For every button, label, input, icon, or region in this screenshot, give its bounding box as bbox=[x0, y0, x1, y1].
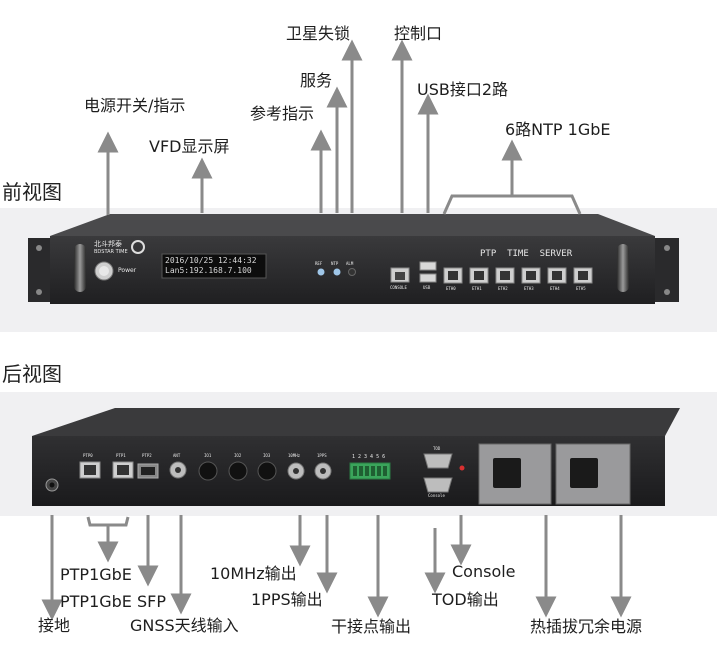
label-ptp1gbe: PTP1GbE bbox=[60, 565, 132, 584]
rear-port-label-io3: IO3 bbox=[263, 453, 271, 458]
tod-port-label: TOD bbox=[433, 446, 441, 451]
eth-label-3: ETH3 bbox=[524, 286, 534, 291]
label-service: 服务 bbox=[300, 71, 333, 90]
usb-port-label: USB bbox=[423, 285, 431, 290]
right-handle bbox=[617, 244, 629, 292]
console-rear-label: Console bbox=[428, 493, 445, 498]
rear-arrows bbox=[41, 515, 632, 621]
io3-port bbox=[257, 461, 277, 481]
label-ptp1gbe-sfp: PTP1GbE SFP bbox=[60, 592, 167, 611]
label-console: 控制口 bbox=[394, 24, 443, 43]
vfd-display bbox=[161, 253, 267, 279]
led-alm bbox=[348, 268, 356, 276]
led-label-alm: ALM bbox=[346, 261, 354, 266]
label-10mhz: 10MHz输出 bbox=[210, 564, 297, 583]
brand-cn: 北斗邦泰 bbox=[94, 240, 122, 248]
label-1pps: 1PPS输出 bbox=[251, 590, 323, 609]
led-label-ref: REF bbox=[315, 261, 323, 266]
rear-port-label-10mhz: 10MHz bbox=[288, 453, 301, 458]
front-arrows bbox=[97, 39, 582, 215]
rear-port-label-io2: IO2 bbox=[234, 453, 242, 458]
eth-label-2: ETH2 bbox=[498, 286, 508, 291]
left-rack-ear bbox=[28, 238, 50, 302]
eth-label-5: ETH5 bbox=[576, 286, 586, 291]
label-sat-lock: 卫星失锁 bbox=[286, 24, 351, 43]
vfd-line-2: Lan5:192.168.7.100 bbox=[165, 266, 252, 275]
rear-port-label-io1: IO1 bbox=[204, 453, 212, 458]
rear-port-label-ptp2: PTP2 bbox=[142, 453, 152, 458]
usb-port-1 bbox=[419, 261, 437, 271]
console-port-label: CONSOLE bbox=[390, 285, 407, 290]
vfd-line-1: 2016/10/25 12:44:32 bbox=[165, 256, 257, 265]
label-gnss: GNSS天线输入 bbox=[130, 616, 239, 635]
rear-port-label-ant: ANT bbox=[173, 453, 181, 458]
rear-port-label-ptp1: PTP1 bbox=[116, 453, 126, 458]
eth-label-0: ETH0 bbox=[446, 286, 456, 291]
eth-label-4: ETH4 bbox=[550, 286, 560, 291]
rear-top-surface bbox=[32, 408, 680, 436]
label-usb: USB接口2路 bbox=[417, 80, 509, 99]
left-handle bbox=[74, 244, 86, 292]
power-text: Power bbox=[118, 267, 137, 274]
label-power-switch: 电源开关/指示 bbox=[84, 96, 186, 115]
label-ntp-ports: 6路NTP 1GbE bbox=[505, 120, 611, 139]
ntp-eth-ports bbox=[443, 267, 593, 284]
front-view-title: 前视图 bbox=[2, 180, 62, 204]
front-device bbox=[28, 214, 679, 304]
front-top-surface bbox=[50, 214, 655, 236]
brand-logo bbox=[131, 240, 145, 254]
terminal-numbers: 1 2 3 4 5 6 bbox=[352, 454, 386, 460]
rear-port-label-ptp0: PTP0 bbox=[83, 453, 93, 458]
front-panel-title: PTP TIME SERVER bbox=[480, 249, 573, 259]
rear-port-label-1pps: 1PPS bbox=[317, 453, 327, 458]
label-ground: 接地 bbox=[38, 616, 71, 635]
label-psu: 热插拔冗余电源 bbox=[530, 617, 643, 636]
io2-port bbox=[228, 461, 248, 481]
led-ntp bbox=[333, 268, 341, 276]
label-tod: TOD输出 bbox=[432, 590, 499, 609]
led-ref bbox=[317, 268, 325, 276]
label-console-rear: Console bbox=[452, 562, 516, 581]
label-dry-contact: 干接点输出 bbox=[331, 617, 412, 636]
eth-label-1: ETH1 bbox=[472, 286, 482, 291]
io1-port bbox=[198, 461, 218, 481]
console-db9 bbox=[423, 477, 453, 493]
rear-device bbox=[32, 408, 680, 506]
label-ref-indicator: 参考指示 bbox=[250, 104, 315, 123]
rear-view-title: 后视图 bbox=[2, 362, 62, 386]
label-vfd: VFD显示屏 bbox=[149, 137, 230, 156]
usb-port-2 bbox=[419, 273, 437, 283]
led-label-ntp: NTP bbox=[331, 261, 339, 266]
tod-db9 bbox=[423, 453, 453, 469]
brand-en: BDSTAR TIME bbox=[94, 249, 128, 255]
